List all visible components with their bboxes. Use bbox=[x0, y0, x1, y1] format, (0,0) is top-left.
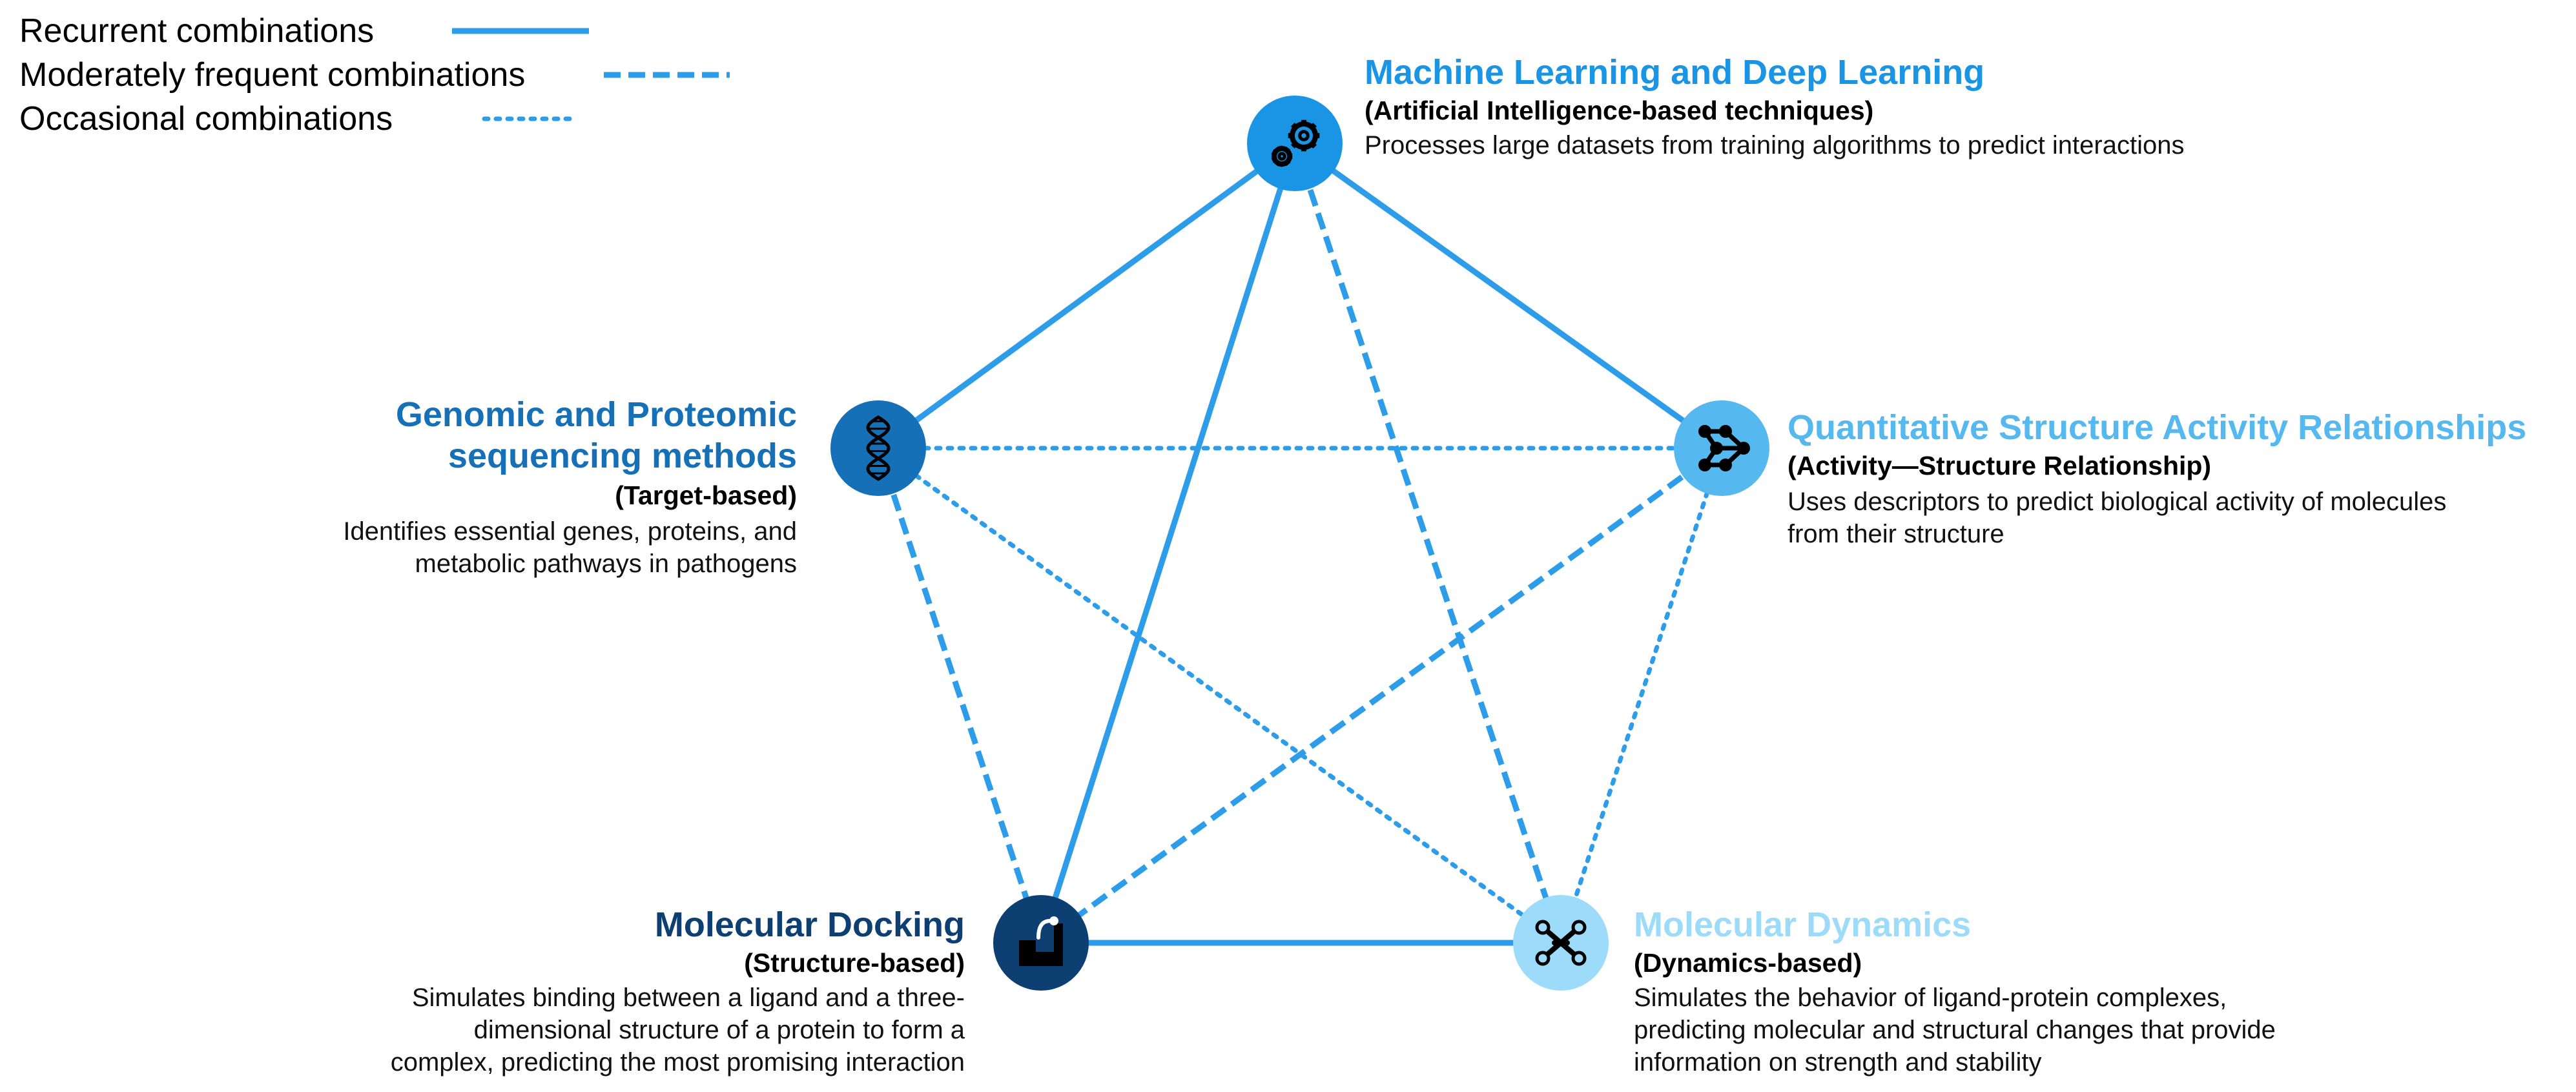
ml-description: Processes large datasets from training a… bbox=[1365, 131, 2185, 160]
edge-ml-dynamics bbox=[1292, 142, 1564, 944]
dynamics-subtitle: (Dynamics-based) bbox=[1634, 948, 1862, 978]
qsar-subtitle: (Activity—Structure Relationship) bbox=[1788, 451, 2212, 480]
docking-description: Simulates binding between a ligand and a… bbox=[390, 984, 965, 1077]
node-circle-docking bbox=[993, 895, 1089, 991]
gears-icon bbox=[1271, 119, 1320, 167]
genomic-title: Genomic and Proteomic sequencing methods bbox=[395, 395, 797, 475]
legend-label-moderate: Moderately frequent combinations bbox=[19, 56, 526, 94]
docking-subtitle: (Structure-based) bbox=[744, 948, 965, 978]
qsar-description: Uses descriptors to predict biological a… bbox=[1788, 488, 2447, 548]
node-qsar bbox=[1674, 400, 1769, 496]
edge-qsar-docking bbox=[1039, 446, 1724, 945]
node-dynamics bbox=[1513, 895, 1609, 991]
dynamics-title: Molecular Dynamics bbox=[1634, 905, 1972, 944]
genomic-description: Identifies essential genes, proteins, an… bbox=[343, 517, 797, 578]
legend-label-occasional: Occasional combinations bbox=[19, 100, 393, 138]
dynamics-description: Simulates the behavior of ligand-protein… bbox=[1634, 984, 2276, 1077]
legend-label-recurrent: Recurrent combinations bbox=[19, 12, 375, 50]
molecule-icon bbox=[1535, 920, 1587, 966]
nodes bbox=[830, 96, 1769, 991]
edge-genomic-dynamics bbox=[876, 446, 1563, 945]
node-genomic bbox=[830, 400, 926, 496]
edge-ml-qsar bbox=[1293, 141, 1724, 451]
docking-title: Molecular Docking bbox=[654, 905, 965, 944]
network-icon bbox=[1698, 425, 1750, 471]
ml-title: Machine Learning and Deep Learning bbox=[1365, 53, 1985, 92]
node-ml bbox=[1247, 96, 1343, 191]
node-circle-genomic bbox=[830, 400, 926, 496]
edges bbox=[875, 141, 1724, 946]
dna-icon bbox=[866, 415, 891, 481]
genomic-subtitle: (Target-based) bbox=[615, 480, 797, 510]
qsar-title: Quantitative Structure Activity Relation… bbox=[1788, 408, 2527, 447]
edge-ml-genomic bbox=[876, 141, 1297, 451]
node-docking bbox=[993, 895, 1089, 991]
legend-lines bbox=[452, 28, 730, 121]
ml-subtitle: (Artificial Intelligence-based technique… bbox=[1365, 96, 1874, 125]
edge-qsar-dynamics bbox=[1558, 446, 1724, 945]
docking-icon bbox=[1019, 916, 1063, 966]
edge-ml-docking bbox=[1038, 142, 1298, 944]
edge-genomic-docking bbox=[875, 447, 1044, 944]
